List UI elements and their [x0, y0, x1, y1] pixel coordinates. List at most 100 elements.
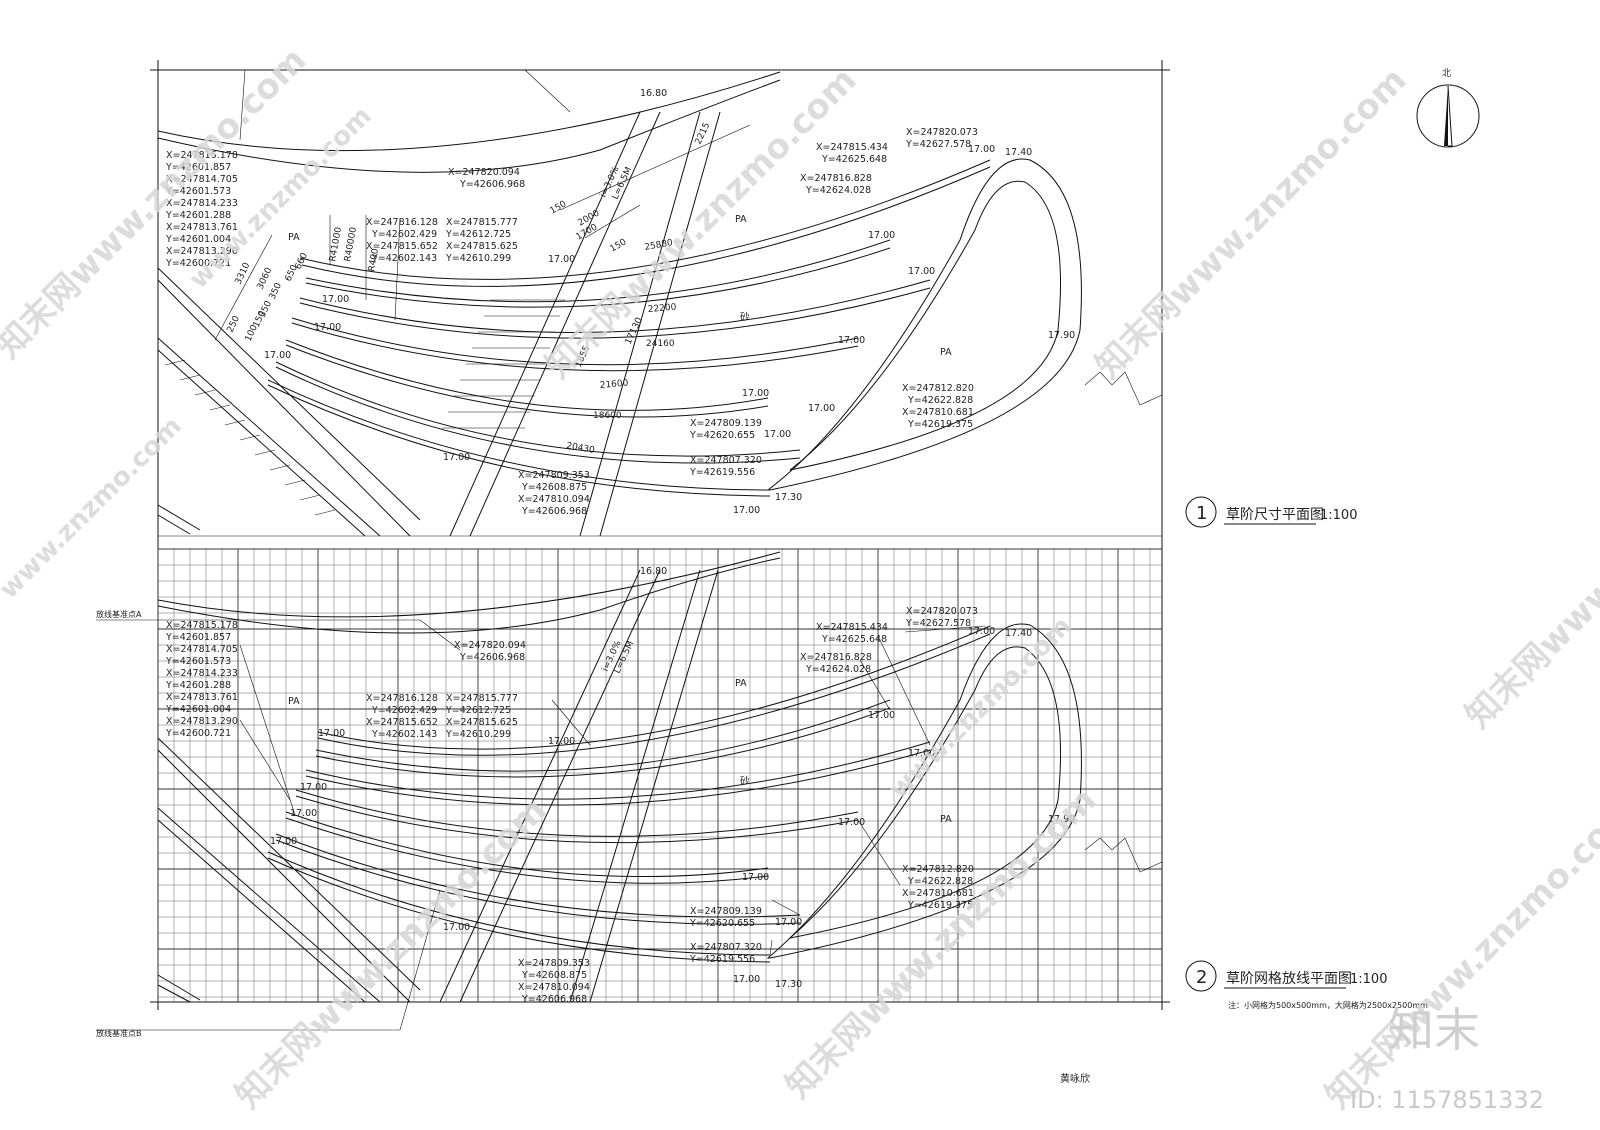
p2-elev-row2: 17.00 [908, 748, 935, 759]
dim-3310: 3310 [234, 261, 253, 286]
coord-h1: X=247812.820 [902, 383, 974, 394]
watermark-brand-5: 知末网www.znzmo.com [778, 780, 1104, 1106]
p2-coord-c1: X=247816.128 [366, 693, 438, 704]
arc-24160: 24160 [646, 339, 675, 349]
p2-coord-a10: Y=42600.721 [165, 728, 231, 739]
north-label: 北 [1442, 68, 1451, 79]
p2-elev-left-b: 17.00 [318, 728, 345, 739]
plan-2-scale: 1:100 [1350, 972, 1387, 987]
elev-ramp: 17.00 [548, 254, 575, 265]
coord-d3: X=247815.625 [446, 241, 518, 252]
coord-c1: X=247816.128 [366, 217, 438, 228]
label-pa-2: PA [735, 214, 747, 225]
p2-coord-h2: Y=42622.828 [907, 876, 973, 887]
p2-elev-left-d: 17.00 [270, 836, 297, 847]
coord-i1: X=247809.139 [690, 418, 762, 429]
plan-number-2: 2 [1196, 967, 1207, 988]
p2-label-pa-2: PA [735, 678, 747, 689]
p2-coord-k2: Y=42608.875 [521, 970, 587, 981]
plan-1-labels: 16.80 17.40 17.00 17.90 17.30 17.00 17.0… [165, 88, 1075, 517]
plan-2-title-text: 草阶网格放线平面图 [1226, 971, 1352, 987]
p2-elev-row4: 17.00 [742, 872, 769, 883]
p2-elev-corner-top: 17.40 [1005, 628, 1032, 639]
coord-j1: X=247807.320 [690, 455, 762, 466]
watermark-logo: 知末 [1388, 1003, 1480, 1057]
p2-coord-b1: X=247820.094 [454, 640, 526, 651]
p2-coord-h4: Y=42619.375 [907, 900, 973, 911]
coord-h2: Y=42622.828 [907, 395, 973, 406]
arc-25880: 25880 [644, 238, 674, 253]
arc-22200: 22200 [647, 303, 677, 315]
p2-coord-i1: X=247809.139 [690, 906, 762, 917]
watermark-layer: 知末网www.znzmo.com www.znzmo.com 知末网www.zn… [0, 40, 1600, 1116]
p2-coord-k4: Y=42606.968 [521, 994, 587, 1005]
p2-elev-corner-top-left: 17.00 [968, 626, 995, 637]
plan-number-1: 1 [1196, 503, 1207, 524]
p2-coord-d2: Y=42612.725 [445, 705, 511, 716]
plan-2-labels: 放线基准点A 放线基准点B 16.80 17.40 17.00 17.90 17… [96, 566, 1075, 1038]
elev-row5: 17.00 [808, 403, 835, 414]
coord-f1: X=247816.828 [800, 173, 872, 184]
p2-coord-h1: X=247812.820 [902, 864, 974, 875]
p2-coord-j2: Y=42619.556 [689, 954, 755, 965]
dim-r400: R400 [367, 247, 381, 272]
coord-g2: Y=42627.578 [905, 139, 971, 150]
plan-2-grid [157, 548, 1162, 1002]
coord-b2: Y=42606.968 [459, 179, 525, 190]
elev-top-curve: 16.80 [640, 88, 667, 99]
watermark-brand-3: 知末网www.znzmo.com [1088, 60, 1414, 386]
p2-elev-row6: 17.00 [775, 917, 802, 928]
p2-elev-top-curve: 16.80 [640, 566, 667, 577]
p2-label-pa-3: PA [940, 814, 952, 825]
p2-elev-bottom-end: 17.00 [733, 974, 760, 985]
coord-a1: X=247815.178 [166, 150, 238, 161]
label-sand: 砂 [740, 311, 750, 323]
ref-point-a: 放线基准点A [96, 609, 142, 619]
coord-i2: Y=42620.655 [689, 430, 755, 441]
plan-1-title-text: 草阶尺寸平面图 [1226, 507, 1324, 523]
coord-d1: X=247815.777 [446, 217, 518, 228]
elev-bottom-mid: 17.00 [443, 452, 470, 463]
p2-coord-a8: Y=42601.004 [165, 704, 231, 715]
coord-a6: Y=42601.288 [165, 210, 231, 221]
elev-row2: 17.00 [908, 266, 935, 277]
coord-a2: Y=42601.857 [165, 162, 231, 173]
plan-2-drawing [96, 551, 1163, 1031]
coord-h4: Y=42619.375 [907, 419, 973, 430]
plan-number-circle-1 [1185, 496, 1217, 528]
elev-corner-bottom: 17.30 [775, 492, 802, 503]
coord-a8: Y=42601.004 [165, 234, 231, 245]
p2-coord-g2: Y=42627.578 [905, 618, 971, 629]
north-arrow-icon: 北 [1416, 68, 1480, 148]
elev-row4: 17.00 [742, 388, 769, 399]
p2-coord-d1: X=247815.777 [446, 693, 518, 704]
p2-coord-a9: X=247813.290 [166, 716, 238, 727]
p2-coord-d4: Y=42610.299 [445, 729, 511, 740]
coord-e1: X=247815.434 [816, 142, 888, 153]
p2-elev-row1: 17.00 [868, 710, 895, 721]
coord-a3: X=247814.705 [166, 174, 238, 185]
elev-corner-right: 17.90 [1048, 330, 1075, 341]
elev-bottom-end: 17.00 [733, 505, 760, 516]
watermark-site-2: www.znzmo.com [0, 411, 188, 605]
elev-row1: 17.00 [868, 230, 895, 241]
elev-row3: 17.00 [838, 335, 865, 346]
p2-coord-c4: Y=42602.143 [371, 729, 437, 740]
coord-k1: X=247809.353 [518, 470, 590, 481]
elev-corner-top: 17.40 [1005, 147, 1032, 158]
coord-g1: X=247820.073 [906, 127, 978, 138]
elev-left-d: 17.00 [264, 350, 291, 361]
coord-k3: X=247810.094 [518, 494, 590, 505]
plan-1-scale: 1:100 [1320, 508, 1357, 523]
p2-coord-b2: Y=42606.968 [459, 652, 525, 663]
watermark-brand-7: 知末网www.znzmo.com [1458, 410, 1600, 736]
elev-row6: 17.00 [764, 429, 791, 440]
grid-note: 注：小网格为500x500mm，大网格为2500x2500mm [1228, 1000, 1428, 1010]
coord-d4: Y=42610.299 [445, 253, 511, 264]
p2-coord-a5: X=247814.233 [166, 668, 238, 679]
p2-coord-e2: Y=42625.648 [821, 634, 887, 645]
p2-elev-bottom-mid: 17.00 [443, 922, 470, 933]
coord-j2: Y=42619.556 [689, 467, 755, 478]
coord-a9: X=247813.290 [166, 246, 238, 257]
watermark-site-3: www.znzmo.com [884, 611, 1078, 805]
